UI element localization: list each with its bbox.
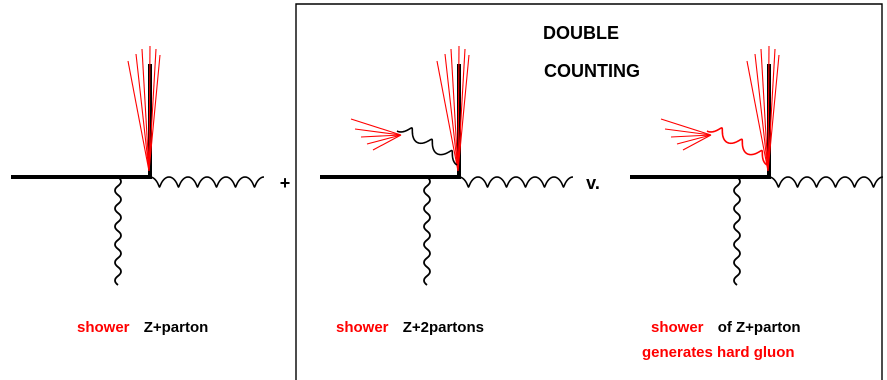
shower-line	[350, 118, 402, 136]
extra-gluon-shower	[660, 118, 712, 151]
caption-3-black: of Z+parton	[718, 319, 801, 336]
caption-1: shower Z+parton	[77, 319, 208, 336]
shower-line	[141, 48, 150, 172]
caption-1-black: Z+parton	[144, 319, 209, 336]
caption-3-line2: generates hard gluon	[642, 344, 795, 361]
shower-line	[450, 48, 459, 172]
shower-line	[366, 134, 402, 145]
shower-line	[127, 60, 150, 172]
gluon-line	[458, 176, 574, 188]
z-boson-line	[114, 176, 122, 286]
feynman-diagram-z-plus-2partons	[320, 45, 574, 286]
extra-gluon-line	[706, 127, 768, 166]
title-double: DOUBLE	[543, 23, 619, 43]
shower-line	[457, 48, 466, 172]
extra-gluon-line	[396, 127, 458, 166]
extra-gluon-shower	[350, 118, 402, 151]
shower-line	[664, 128, 712, 136]
gluon-line	[768, 176, 884, 188]
shower-line	[676, 134, 712, 145]
z-boson-line	[733, 176, 741, 286]
parton-shower	[746, 45, 780, 172]
shower-line	[148, 54, 161, 172]
parton-shower	[436, 45, 470, 172]
shower-line	[354, 128, 402, 136]
versus-operator: v.	[586, 173, 600, 193]
shower-line	[444, 53, 459, 172]
double-counting-frame	[295, 3, 883, 380]
shower-line	[760, 48, 769, 172]
caption-2-black: Z+2partons	[403, 319, 484, 336]
shower-generated-gluon	[706, 127, 768, 166]
parton-shower	[127, 45, 161, 172]
shower-line	[135, 53, 150, 172]
shower-line	[660, 118, 712, 136]
shower-line	[436, 60, 459, 172]
caption-2-red: shower	[336, 319, 389, 336]
shower-line	[767, 48, 776, 172]
title-counting: COUNTING	[544, 61, 640, 81]
shower-line	[767, 54, 780, 172]
shower-line	[457, 45, 460, 172]
feynman-diagram-shower-hard-gluon	[630, 45, 884, 286]
hard-gluon-emission	[396, 127, 458, 166]
shower-line	[148, 48, 157, 172]
shower-line	[682, 134, 712, 151]
caption-3-red: shower	[651, 319, 704, 336]
gluon-line	[149, 176, 265, 188]
shower-line	[670, 134, 712, 138]
shower-line	[372, 134, 402, 151]
shower-line	[754, 53, 769, 172]
z-boson-line	[423, 176, 431, 286]
plus-operator: +	[280, 173, 291, 193]
shower-line	[148, 45, 151, 172]
caption-2: shower Z+2partons	[336, 319, 484, 336]
shower-line	[746, 60, 769, 172]
feynman-diagram-z-plus-parton	[11, 45, 265, 286]
caption-1-red: shower	[77, 319, 130, 336]
caption-3: shower of Z+parton	[651, 319, 801, 336]
shower-line	[767, 45, 770, 172]
shower-line	[457, 54, 470, 172]
shower-line	[360, 134, 402, 138]
